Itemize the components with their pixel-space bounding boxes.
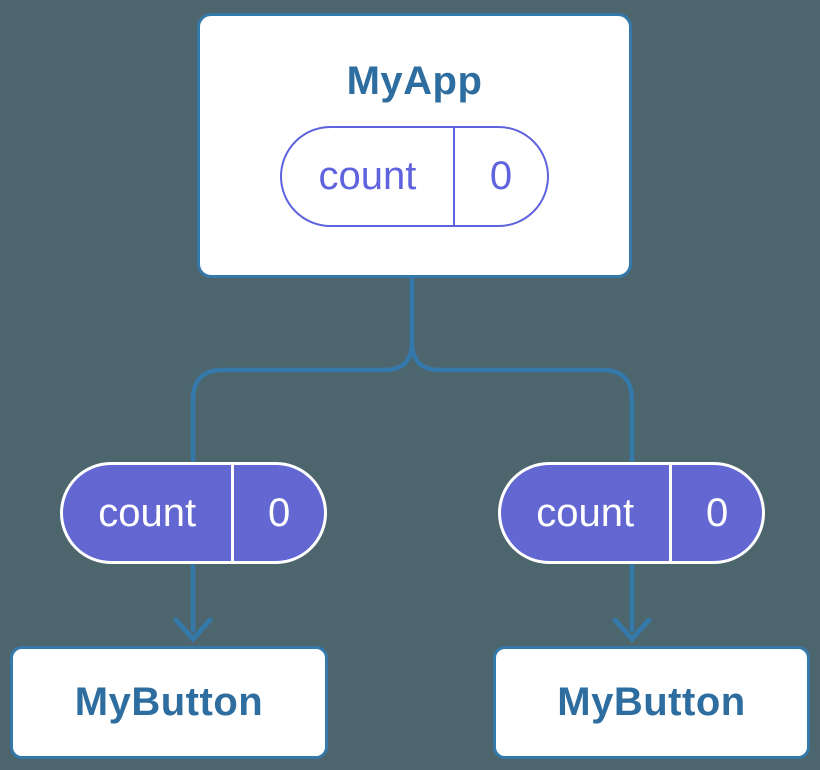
node-card-myapp: MyApp count 0 xyxy=(197,13,632,278)
branch-line-right xyxy=(409,339,635,633)
prop-name: count xyxy=(63,465,235,561)
arrow-down-icon xyxy=(173,617,213,643)
prop-pill-right: count 0 xyxy=(498,462,765,564)
node-label: MyApp xyxy=(346,59,483,103)
branch-line-left xyxy=(190,277,415,633)
node-card-mybutton-right: MyButton xyxy=(493,646,810,759)
node-card-mybutton-left: MyButton xyxy=(10,646,328,759)
prop-value: 0 xyxy=(706,490,729,535)
arrow-down-icon xyxy=(612,617,652,643)
state-value: 0 xyxy=(489,154,513,198)
state-pill: count 0 xyxy=(280,126,549,227)
prop-pill-left: count 0 xyxy=(60,462,327,564)
prop-name: count xyxy=(501,465,673,561)
node-label: MyButton xyxy=(557,680,746,724)
prop-value: 0 xyxy=(268,490,291,535)
state-name: count xyxy=(282,128,455,225)
node-label: MyButton xyxy=(74,680,264,724)
